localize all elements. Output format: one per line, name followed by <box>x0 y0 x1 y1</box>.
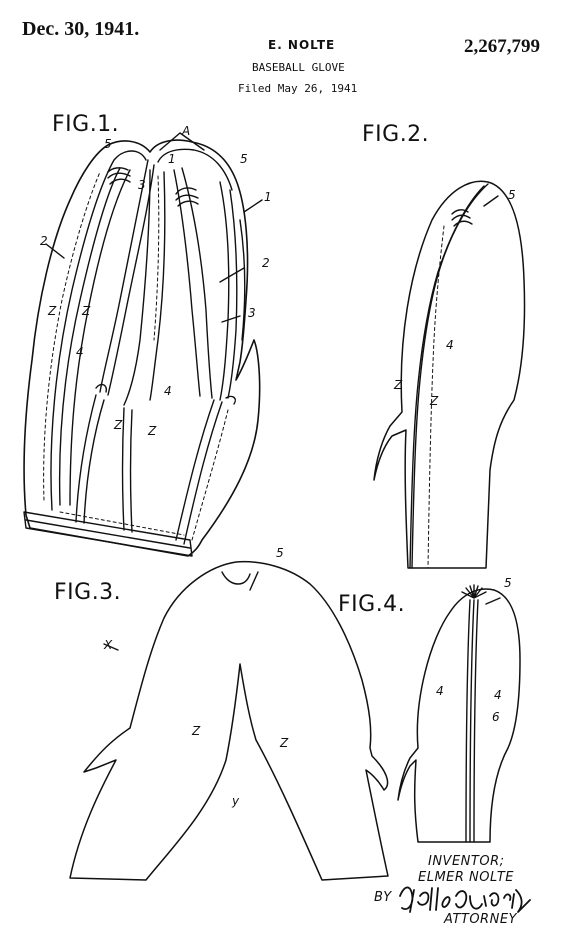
inventor-label: INVENTOR; <box>428 854 505 869</box>
fig3-label: Z <box>192 724 201 738</box>
fig1-title: FIG.1. <box>52 112 120 137</box>
fig2-label: 5 <box>508 188 516 202</box>
fig1-label: Z <box>114 418 123 432</box>
patent-number: 2,267,799 <box>464 36 540 57</box>
fig2-label: Z <box>394 378 403 392</box>
fig4-label: 5 <box>504 576 512 590</box>
fig1-label: Z <box>82 304 91 318</box>
fig1-glove-drawing <box>23 132 263 557</box>
inventor-signature-name: ELMER NOLTE <box>418 870 515 885</box>
fig3-label: X <box>104 638 113 652</box>
fig1-label: Z <box>148 424 157 438</box>
fig4-label: 4 <box>494 688 502 702</box>
fig1-label: 5 <box>240 152 248 166</box>
fig1-label: Z <box>48 304 57 318</box>
fig1-label: A <box>182 124 191 138</box>
fig1-label: 4 <box>164 384 172 398</box>
fig1-label: 1 <box>264 190 272 204</box>
attorney-signature <box>399 886 531 913</box>
fig2-label: Z <box>430 394 439 408</box>
fig1-label: 2 <box>40 234 48 248</box>
fig1-label: 4 <box>76 345 84 359</box>
fig3-title: FIG.3. <box>54 580 122 605</box>
fig3-blank-drawing <box>69 560 389 881</box>
patent-title: BASEBALL GLOVE <box>252 61 345 74</box>
fig2-finger-drawing <box>373 180 526 569</box>
fig3-label: 5 <box>276 546 284 560</box>
by-label: BY <box>374 890 392 905</box>
attorney-label: ATTORNEY <box>444 912 517 927</box>
fig1-label: 1 <box>168 152 176 166</box>
fig2-label: 4 <box>446 338 454 352</box>
fig1-label: 3 <box>138 178 146 192</box>
fig3-label: Z <box>280 736 289 750</box>
fig4-title: FIG.4. <box>338 592 406 617</box>
fig2-title: FIG.2. <box>362 122 430 147</box>
fig4-finger-drawing <box>397 584 521 843</box>
fig1-label: 5 <box>104 137 112 151</box>
fig1-label: 3 <box>248 306 256 320</box>
patent-date: Dec. 30, 1941. <box>22 18 140 40</box>
inventor-name: E. NOLTE <box>268 38 336 52</box>
fig4-label: 6 <box>492 710 500 724</box>
fig3-label: y <box>232 794 240 808</box>
filed-date: Filed May 26, 1941 <box>238 82 358 95</box>
fig4-label: 4 <box>436 684 444 698</box>
fig1-label: 2 <box>262 256 270 270</box>
